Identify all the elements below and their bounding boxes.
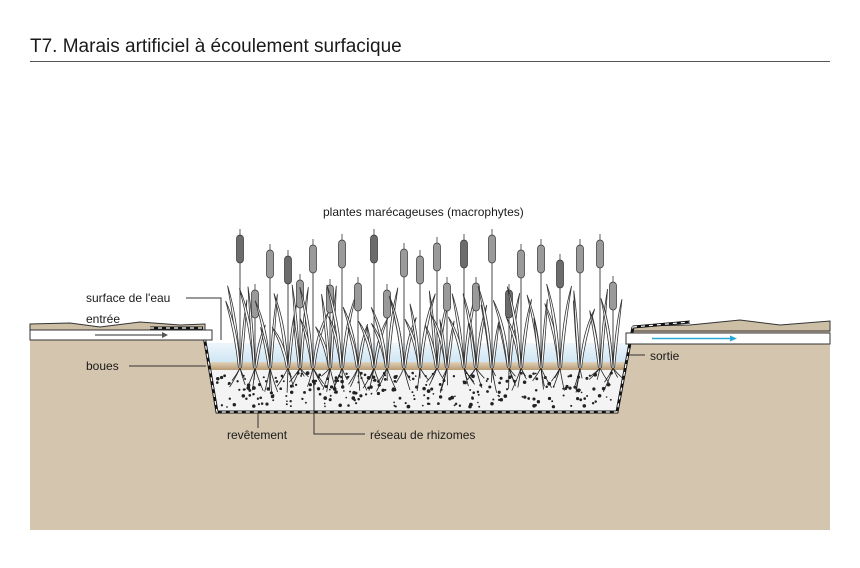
label-rhizomes: réseau de rhizomes bbox=[370, 428, 475, 442]
cattail-plant bbox=[526, 239, 548, 369]
label-inlet: entrée bbox=[86, 312, 120, 326]
outlet-flow-arrow bbox=[652, 335, 737, 342]
cattail-plant bbox=[358, 229, 389, 369]
leader-lines bbox=[129, 297, 645, 435]
label-liner: revêtement bbox=[227, 428, 288, 442]
cattail-plant bbox=[572, 239, 596, 369]
title-divider bbox=[30, 61, 830, 62]
cattail-plant bbox=[291, 274, 309, 369]
cattail-plant bbox=[326, 234, 357, 369]
cattail-plant bbox=[447, 234, 478, 369]
cattail-plant bbox=[299, 239, 330, 369]
cattail-plant bbox=[404, 250, 436, 369]
cattail-plant bbox=[544, 254, 572, 369]
leader-rhizomes bbox=[313, 384, 365, 435]
cattail-plant bbox=[388, 243, 417, 369]
cattail-plant bbox=[225, 229, 248, 369]
diagram-title: T7. Marais artificiel à écoulement surfa… bbox=[30, 36, 402, 57]
cattail-plant bbox=[462, 277, 488, 369]
cattail-plant bbox=[600, 276, 623, 369]
cattail-plant bbox=[477, 229, 500, 369]
cattail-plant bbox=[424, 237, 450, 369]
soil-ground bbox=[30, 330, 830, 530]
cattail-plant bbox=[505, 244, 532, 369]
leader-water-surface bbox=[186, 297, 222, 340]
inlet-flow-arrow bbox=[95, 332, 168, 338]
cattail-plant bbox=[430, 277, 455, 369]
label-outlet: sortie bbox=[650, 349, 680, 363]
cattail-plant bbox=[370, 284, 399, 369]
label-sludge: boues bbox=[86, 359, 119, 373]
macrophyte-plants bbox=[225, 229, 623, 369]
cattail-plant bbox=[589, 234, 608, 369]
label-plants: plantes marécageuses (macrophytes) bbox=[323, 205, 524, 219]
rhizome-network bbox=[229, 367, 624, 394]
label-water-surface: surface de l'eau bbox=[86, 291, 170, 305]
